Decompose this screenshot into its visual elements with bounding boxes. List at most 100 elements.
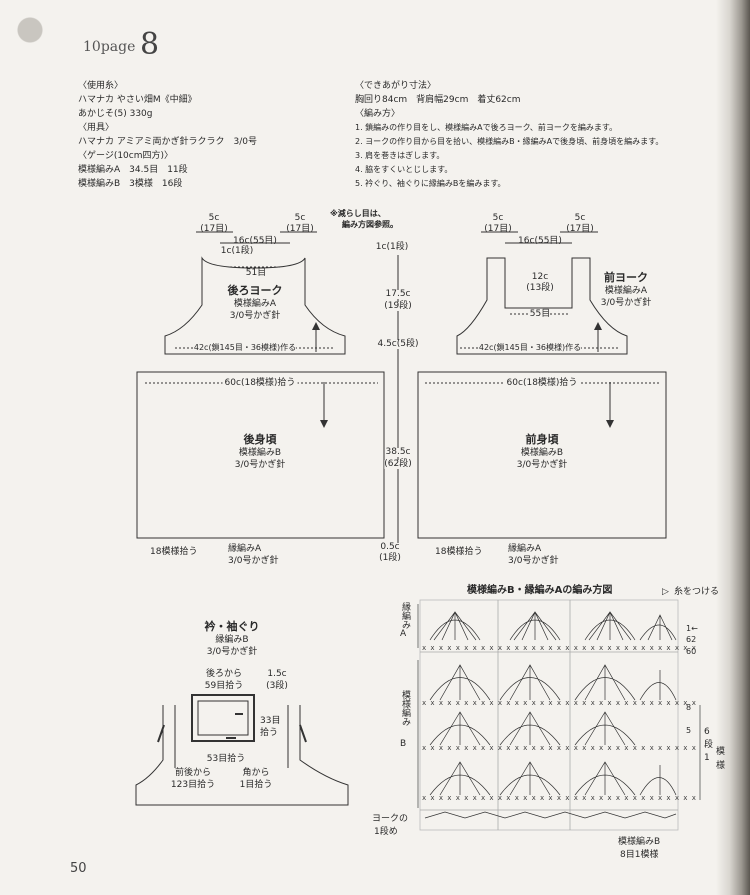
neckline-rows: (3段) xyxy=(266,681,288,691)
front-body-stitch: 模様編みB xyxy=(520,448,564,458)
front-yoke-stitch: 模様編みA xyxy=(604,286,648,296)
back-yoke-hook: 3/0号かぎ針 xyxy=(229,311,281,321)
stitch-fans xyxy=(424,611,677,819)
front-yoke-bottom: 42c(鎖145目・36模様)作る xyxy=(478,343,582,352)
chart-title: 模様編みB・縁編みAの編み方図 xyxy=(467,585,613,596)
neckline-front-count: 123目拾う xyxy=(170,780,216,790)
front-shoulder-left: 5c xyxy=(492,213,504,223)
neckline-hook: 3/0号かぎ針 xyxy=(206,647,258,657)
back-body-title: 後身頃 xyxy=(243,433,277,446)
front-neck-depth: 12c xyxy=(531,272,549,282)
book-spine-shadow xyxy=(716,0,750,895)
back-edge-stitch: 縁編みA xyxy=(228,544,262,554)
dim-yoke-height: 17.5c xyxy=(385,289,411,299)
decrease-note-line1: ※減らし目は、 xyxy=(330,209,386,218)
front-neck-width: 16c(55目) xyxy=(518,236,562,246)
front-shoulder-right: 5c xyxy=(574,213,586,223)
neckline-back-count: 59目拾う xyxy=(204,681,244,691)
chart-repeat-1: 6 xyxy=(704,727,710,737)
front-bottom-pick: 18模様拾う xyxy=(435,547,483,557)
chart-left-label-4: B xyxy=(400,739,407,749)
legend-mark-icon: ▷ xyxy=(662,587,669,597)
svg-text:x x x x x x x x x x x x x x x: x x x x x x x x x x x x x x x x x x x x … xyxy=(422,744,696,752)
svg-text:x x x x x x x x x x x x x x x: x x x x x x x x x x x x x x x x x x x x … xyxy=(422,699,696,707)
neckline-side-2: 拾う xyxy=(260,728,279,738)
chart-bottom-label-2: 8目1模様 xyxy=(620,850,659,860)
gauge-heading: 〈ゲージ(10cm四方)〉 xyxy=(78,151,174,161)
front-shoulder-right-rows: (17目) xyxy=(566,224,594,234)
chart-row-60: 60 xyxy=(686,647,697,656)
back-body-hook: 3/0号かぎ針 xyxy=(234,460,286,470)
front-edge-hook: 3/0号かぎ針 xyxy=(508,556,559,566)
neckline-side: 33目 xyxy=(260,716,281,726)
step-1: 1. 鎖編みの作り目をし、模様編みAで後ろヨーク、前ヨークを編みます。 xyxy=(355,123,618,132)
tools-line: ハマナカ アミアミ両かぎ針ラクラク 3/0号 xyxy=(78,137,257,147)
page-number: 50 xyxy=(70,861,87,876)
front-body-title: 前身頃 xyxy=(525,433,559,446)
pattern-number: 8 xyxy=(140,27,160,62)
stitch-marks: x x x x x x x x x x x x x x x x x x x x … xyxy=(422,644,696,802)
chart-row-8: 8 xyxy=(686,703,692,712)
front-yoke-title: 前ヨーク xyxy=(604,271,648,284)
back-pickup: 60c(18模様)拾う xyxy=(222,378,298,388)
back-body-stitch: 模様編みB xyxy=(238,448,282,458)
dim-body-rows: (62段) xyxy=(384,459,412,469)
svg-text:x x x x x x x x x x x x x x x: x x x x x x x x x x x x x x x x x x x x … xyxy=(422,794,696,802)
back-yoke-outline xyxy=(164,256,346,355)
back-neck-depth: 1c(1段) xyxy=(220,246,254,256)
dim-yoke-rows: (19段) xyxy=(384,301,412,311)
front-edge-stitch: 縁編みA xyxy=(508,544,542,554)
gauge-b: 模様編みB 3模様 16段 xyxy=(78,179,183,189)
back-shoulder-left-rows: (17目) xyxy=(200,224,228,234)
decrease-note-line2: 編み方図参照。 xyxy=(342,220,398,229)
chart-repeat-3: 1 xyxy=(704,753,710,763)
front-neck-stitches: 55目 xyxy=(529,309,551,319)
step-4: 4. 脇をすくいとじします。 xyxy=(355,165,453,174)
dim-edge-rows: (1段) xyxy=(379,553,401,563)
yarn-line1: ハマナカ やさい畑M《中細》 xyxy=(78,95,197,105)
step-2: 2. ヨークの作り目から目を拾い、模様編みB・縁編みAで後身頃、前身頃を編みます… xyxy=(355,137,664,146)
svg-text:x x x x x x x x x x x x x x x: x x x x x x x x x x x x x x x x x x x x … xyxy=(422,644,696,652)
front-yoke-outline xyxy=(456,257,628,355)
neckline-stitch: 縁編みB xyxy=(215,635,249,645)
back-body-outline xyxy=(136,371,385,539)
chart-repeat-4: 模 xyxy=(716,747,726,757)
chart-repeat-2: 段 xyxy=(704,740,714,750)
yarn-heading: 〈使用糸〉 xyxy=(78,81,124,91)
front-neck-depth-rows: (13段) xyxy=(526,283,554,293)
back-neck-width: 16c(55目) xyxy=(233,236,277,246)
chart-row-5: 5 xyxy=(686,726,692,735)
page-reference: 10page xyxy=(83,39,136,55)
neckline-corner-count: 1目拾う xyxy=(239,780,273,790)
chart-row-62: 62 xyxy=(686,635,697,644)
tools-heading: 〈用具〉 xyxy=(78,123,115,133)
front-body-hook: 3/0号かぎ針 xyxy=(516,460,568,470)
front-pickup: 60c(18模様)拾う xyxy=(504,378,580,388)
chart-repeat-5: 様 xyxy=(716,761,726,771)
neckline-front-from: 前後から xyxy=(174,768,212,778)
chart-row-1: 1← xyxy=(686,624,698,633)
neckline-back-from: 後ろから xyxy=(205,669,243,679)
front-yoke-hook: 3/0号かぎ針 xyxy=(600,298,652,308)
back-neck-stitches: 51目 xyxy=(245,268,267,278)
neckline-width: 1.5c xyxy=(267,669,287,679)
neckline-outline xyxy=(135,705,349,806)
size-line: 胸回り84cm 背肩幅29cm 着丈62cm xyxy=(355,95,521,105)
front-shoulder-left-rows: (17目) xyxy=(484,224,512,234)
back-shoulder-right: 5c xyxy=(294,213,306,223)
neckline-bottom: 53目拾う xyxy=(206,754,246,764)
gauge-a: 模様編みA 34.5目 11段 xyxy=(78,165,188,175)
back-shoulder-left: 5c xyxy=(208,213,220,223)
dim-armhole: 4.5c(5段) xyxy=(377,339,419,349)
front-body-outline xyxy=(417,371,667,539)
chart-legend: 糸をつける xyxy=(674,587,720,597)
dim-edge: 0.5c xyxy=(380,542,400,552)
corner-ornament xyxy=(0,0,60,60)
dim-body-height: 38.5c xyxy=(385,447,411,457)
size-heading: 〈できあがり寸法〉 xyxy=(355,81,437,91)
back-yoke-stitch: 模様編みA xyxy=(233,299,277,309)
chart-left-label-1: 縁編み xyxy=(400,602,410,629)
yarn-line2: あかじそ(5) 330g xyxy=(78,109,153,119)
method-heading: 〈編み方〉 xyxy=(355,109,401,119)
back-bottom-pick: 18模様拾う xyxy=(150,547,198,557)
